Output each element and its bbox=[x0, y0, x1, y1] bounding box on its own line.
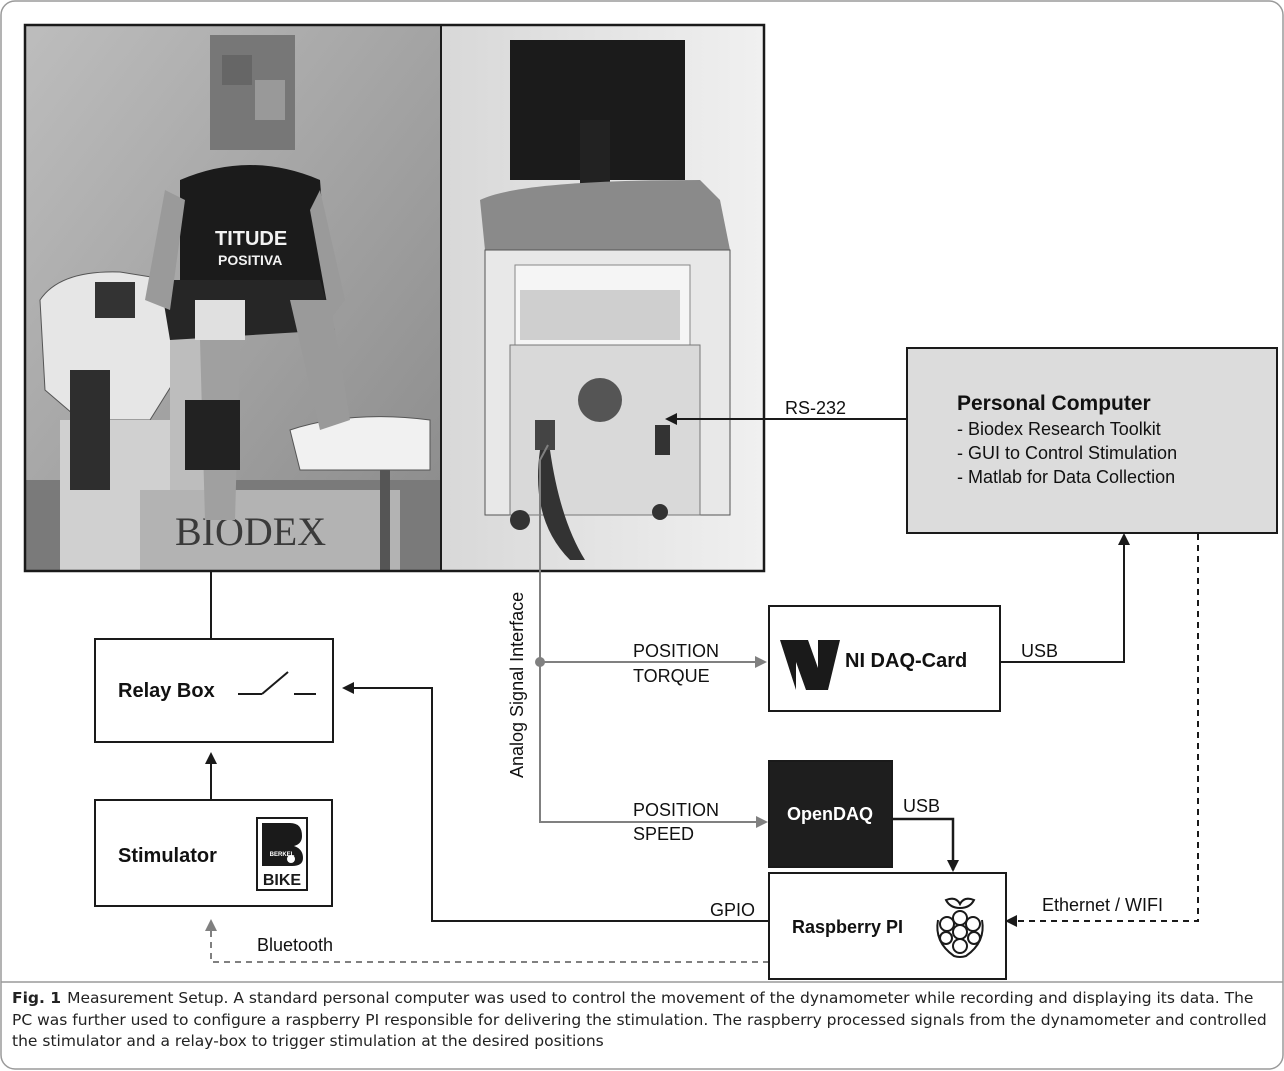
ni-daq-card-box: NI DAQ-Card bbox=[768, 605, 1001, 712]
figure-caption-text: Measurement Setup. A standard personal c… bbox=[12, 989, 1267, 1050]
analog-to-opendaq-arrow bbox=[539, 444, 768, 828]
biodex-photo-text: BIODEX bbox=[175, 509, 326, 554]
pc-item-gui-stimulation: - GUI to Control Stimulation bbox=[957, 443, 1177, 463]
bluetooth-link-arrow bbox=[205, 919, 769, 963]
personal-computer-box: Personal Computer - Biodex Research Tool… bbox=[906, 347, 1278, 534]
gpio-label: GPIO bbox=[710, 900, 755, 920]
ethernet-wifi-link-arrow bbox=[1005, 534, 1199, 927]
ni-daq-card-label: NI DAQ-Card bbox=[845, 650, 967, 672]
relay-box-label: Relay Box bbox=[118, 680, 215, 702]
stimulator-box: Stimulator BERKEL BIKE bbox=[94, 799, 333, 907]
gpio-to-relay-arrow bbox=[342, 682, 769, 922]
switch-icon bbox=[238, 671, 316, 695]
photo-biodex-control-cart bbox=[442, 25, 764, 571]
photo-dynamometer-subject: BIODEX TITUDE POSITIVA bbox=[25, 25, 441, 571]
ni-logo-icon bbox=[780, 640, 840, 690]
opendaq-label: OpenDAQ bbox=[787, 804, 873, 824]
pc-item-matlab: - Matlab for Data Collection bbox=[957, 467, 1175, 487]
torque-label: TORQUE bbox=[633, 666, 710, 686]
analog-signal-interface-label: Analog Signal Interface bbox=[507, 592, 527, 778]
shirt-text-1: TITUDE bbox=[215, 228, 287, 250]
usb-label-nidaq: USB bbox=[1021, 641, 1058, 661]
opendaq-usb-to-raspberry-arrow bbox=[892, 817, 959, 872]
figure-caption-label: Fig. 1 bbox=[12, 989, 62, 1007]
opendaq-box: OpenDAQ bbox=[768, 760, 893, 868]
raspberry-pi-label: Raspberry PI bbox=[792, 917, 903, 937]
raspberry-pi-logo-icon bbox=[936, 897, 984, 958]
usb-label-opendaq: USB bbox=[903, 796, 940, 816]
bike-logo-text: BIKE bbox=[263, 872, 302, 889]
speed-label: SPEED bbox=[633, 824, 694, 844]
position-label-nidaq: POSITION bbox=[633, 641, 719, 661]
pc-item-biodex-toolkit: - Biodex Research Toolkit bbox=[957, 419, 1161, 439]
relay-box: Relay Box bbox=[94, 638, 334, 743]
photo-frame bbox=[23, 23, 766, 573]
bluetooth-label: Bluetooth bbox=[257, 935, 333, 955]
analog-junction-dot bbox=[535, 657, 545, 667]
shirt-text-2: POSITIVA bbox=[218, 252, 282, 268]
raspberry-pi-box: Raspberry PI bbox=[768, 872, 1007, 980]
stimulator-label: Stimulator bbox=[118, 845, 217, 867]
nidaq-usb-to-pc-arrow bbox=[1000, 533, 1130, 663]
position-label-opendaq: POSITION bbox=[633, 800, 719, 820]
berkel-bike-logo: BERKEL BIKE bbox=[256, 817, 308, 891]
berkel-logo-text: BERKEL bbox=[270, 852, 295, 858]
ethernet-wifi-label: Ethernet / WIFI bbox=[1042, 895, 1163, 915]
rs232-label: RS-232 bbox=[785, 398, 846, 418]
personal-computer-title: Personal Computer bbox=[957, 392, 1151, 415]
